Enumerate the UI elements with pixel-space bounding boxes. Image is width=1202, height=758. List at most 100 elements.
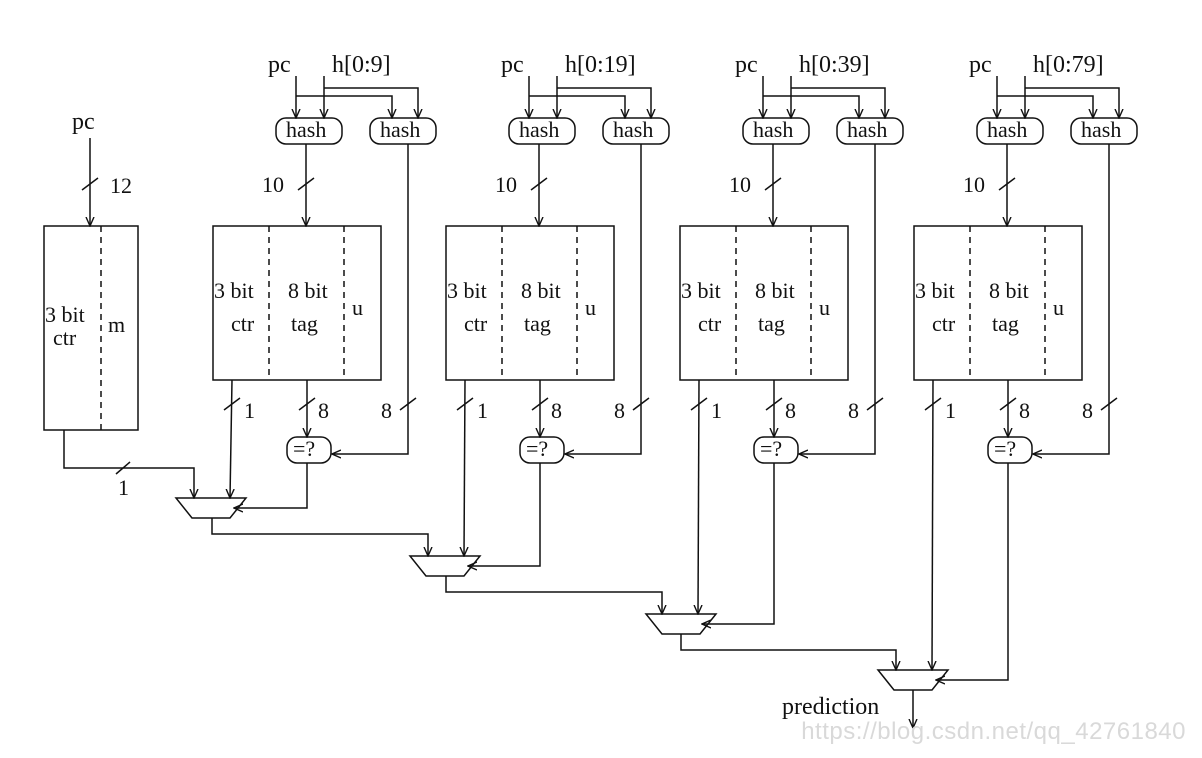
match-wire xyxy=(936,463,1009,680)
hash-width-label: 8 xyxy=(848,398,859,423)
base-m-label: m xyxy=(108,312,125,337)
u-label: u xyxy=(352,295,363,320)
mux-4 xyxy=(876,669,950,691)
index-width-label: 10 xyxy=(262,172,284,197)
ctr-label-2: ctr xyxy=(932,311,956,336)
tag-label-2: tag xyxy=(524,311,551,336)
index-width-slash xyxy=(764,177,782,191)
hash-width-slash xyxy=(399,397,417,411)
index-width-slash xyxy=(297,177,315,191)
tag-comparator xyxy=(753,436,799,464)
table-2-pc-label: pc xyxy=(501,52,524,78)
ctr-label-1: 3 bit xyxy=(681,278,721,303)
base-ctr-label-2: ctr xyxy=(53,325,77,350)
pc-branch xyxy=(296,95,392,118)
table-3-pc-label: pc xyxy=(735,52,758,78)
prediction-label: prediction xyxy=(782,694,879,720)
tag-width-slash xyxy=(999,397,1017,411)
tag-hash-block xyxy=(369,117,437,145)
table-1-history-label: h[0:9] xyxy=(332,52,391,78)
base-index-width: 12 xyxy=(110,173,132,198)
mux-3 xyxy=(644,613,718,635)
index-width-label: 10 xyxy=(495,172,517,197)
tag-hash-wire xyxy=(332,144,409,454)
ctr-output-wire xyxy=(698,379,699,614)
tag-label-1: 8 bit xyxy=(755,278,795,303)
mux-2 xyxy=(408,555,482,577)
tag-width-label: 8 xyxy=(318,398,329,423)
mux-1 xyxy=(174,497,248,519)
hash-width-slash xyxy=(866,397,884,411)
table-4-history-label: h[0:79] xyxy=(1033,52,1104,78)
ctr-width-label: 1 xyxy=(477,398,488,423)
ctr-label-1: 3 bit xyxy=(214,278,254,303)
match-wire xyxy=(468,463,541,566)
index-hash-label: hash xyxy=(286,117,326,142)
ctr-label-2: ctr xyxy=(698,311,722,336)
table-body xyxy=(913,225,1083,381)
tag-label-1: 8 bit xyxy=(521,278,561,303)
tag-width-label: 8 xyxy=(785,398,796,423)
ctr-width-label: 1 xyxy=(945,398,956,423)
index-width-label: 10 xyxy=(963,172,985,197)
index-hash-block xyxy=(742,117,810,145)
tag-hash-label: hash xyxy=(380,117,420,142)
pc-branch xyxy=(997,95,1093,118)
match-wire xyxy=(702,463,775,624)
tag-hash-wire xyxy=(1033,144,1110,454)
tag-comparator xyxy=(286,436,332,464)
tagged-table-3 xyxy=(679,76,904,624)
comparator-label: =? xyxy=(526,436,548,461)
table-2-history-label: h[0:19] xyxy=(565,52,636,78)
tag-hash-wire xyxy=(565,144,642,454)
base-out-width: 1 xyxy=(118,475,129,500)
tag-width-slash xyxy=(531,397,549,411)
ctr-width-label: 1 xyxy=(244,398,255,423)
tag-hash-label: hash xyxy=(613,117,653,142)
tag-label-2: tag xyxy=(758,311,785,336)
index-hash-block xyxy=(508,117,576,145)
ctr-width-slash xyxy=(223,397,241,411)
tag-hash-block xyxy=(836,117,904,145)
ctr-label-2: ctr xyxy=(464,311,488,336)
hash-width-label: 8 xyxy=(381,398,392,423)
ctr-width-slash xyxy=(924,397,942,411)
base-pc-label: pc xyxy=(72,109,95,135)
ctr-output-wire xyxy=(464,379,465,556)
index-width-slash xyxy=(998,177,1016,191)
ctr-label-1: 3 bit xyxy=(915,278,955,303)
index-hash-label: hash xyxy=(987,117,1027,142)
index-hash-label: hash xyxy=(753,117,793,142)
comparator-label: =? xyxy=(760,436,782,461)
table-3-history-label: h[0:39] xyxy=(799,52,870,78)
tag-width-label: 8 xyxy=(1019,398,1030,423)
hash-width-label: 8 xyxy=(614,398,625,423)
index-width-label: 10 xyxy=(729,172,751,197)
tag-comparator xyxy=(987,436,1033,464)
tag-width-slash xyxy=(298,397,316,411)
table-4-pc-label: pc xyxy=(969,52,992,78)
tag-hash-label: hash xyxy=(1081,117,1121,142)
ctr-width-label: 1 xyxy=(711,398,722,423)
index-hash-block xyxy=(275,117,343,145)
index-width-slash xyxy=(530,177,548,191)
tag-hash-label: hash xyxy=(847,117,887,142)
watermark: https://blog.csdn.net/qq_42761840 xyxy=(801,718,1186,745)
ctr-width-slash xyxy=(690,397,708,411)
tagged-table-4 xyxy=(913,76,1138,680)
tag-label-2: tag xyxy=(291,311,318,336)
ctr-output-wire xyxy=(230,379,232,498)
u-label: u xyxy=(1053,295,1064,320)
hash-width-slash xyxy=(632,397,650,411)
tag-hash-block xyxy=(602,117,670,145)
hash-width-label: 8 xyxy=(1082,398,1093,423)
pc-branch xyxy=(763,95,859,118)
u-label: u xyxy=(585,295,596,320)
table-body xyxy=(679,225,849,381)
table-body xyxy=(212,225,382,381)
base-ctr-label-1: 3 bit xyxy=(45,302,85,327)
